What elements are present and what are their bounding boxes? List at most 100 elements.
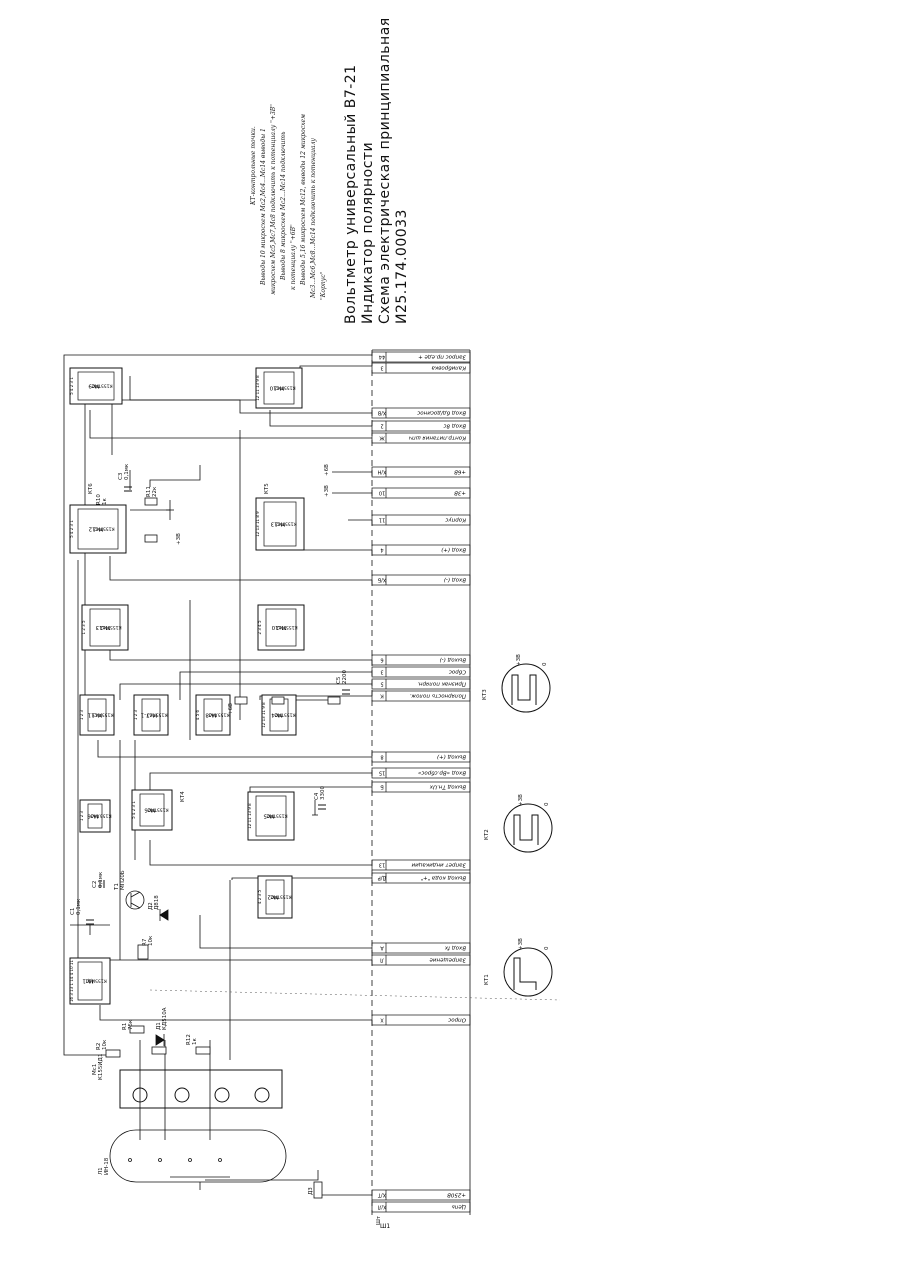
diodes bbox=[155, 909, 169, 1046]
indicator-lamp bbox=[109, 1129, 287, 1190]
chip-ref: Мс2 bbox=[267, 894, 278, 900]
chip-type: К155ЛА3 bbox=[92, 712, 113, 718]
note-line: Выводы 8 микросхем Мс2...Мс14 подключить bbox=[280, 131, 287, 280]
connector-pin-number: Х/Н bbox=[377, 469, 386, 475]
svg-text:0: 0 bbox=[544, 946, 550, 950]
connector-pin-name: +3В bbox=[454, 490, 466, 496]
chip-pin-numbers: 5 4 2 3 1 bbox=[69, 520, 74, 538]
connector-pin-name: Сброс bbox=[449, 669, 466, 675]
note-line: Выводы 5,16 микросхем Мс12, выводы 12 ми… bbox=[300, 113, 307, 285]
test-point-labels: КТ3 +3В 0 КТ2 +3В 0 КТ1 +3В 0 bbox=[482, 654, 550, 985]
note-line: КТ-контрольные точки. bbox=[250, 126, 257, 205]
svg-text:КТ5: КТ5 bbox=[264, 483, 270, 494]
chip-type: К155ТМ2 bbox=[274, 385, 295, 391]
connector-pin-name: Вход (+) bbox=[441, 547, 466, 553]
svg-text:КТ2: КТ2 bbox=[484, 829, 490, 840]
waveform-kt3 bbox=[501, 663, 551, 713]
chip-body bbox=[69, 504, 127, 554]
connector-pin-name: Вход «Вр.сброс» bbox=[417, 770, 466, 776]
connector-pin-number: 2 bbox=[380, 423, 383, 429]
connector-pin-number: Ж bbox=[379, 435, 385, 441]
svg-text:ИН-18: ИН-18 bbox=[104, 1157, 110, 1175]
svg-text:КД510А: КД510А bbox=[162, 1007, 168, 1030]
component-labels: R1 75к R2 10к R7 10к R10 1к R11 22к R12 … bbox=[70, 463, 382, 1225]
chip-ref: Мс5 bbox=[263, 813, 275, 819]
connector-pin-number: 4 bbox=[380, 547, 383, 553]
ground-symbols bbox=[166, 500, 318, 816]
resistors bbox=[105, 497, 341, 1199]
svg-text:КТ3: КТ3 bbox=[482, 689, 488, 700]
connector-pin-cell bbox=[371, 1201, 471, 1213]
svg-text:C1: C1 bbox=[70, 908, 76, 915]
connector-pin-cell bbox=[371, 351, 471, 363]
connector-pin-name: Калибровка bbox=[431, 365, 466, 371]
chip-type: К155ТМ2 bbox=[276, 624, 297, 630]
title-line-4: И25.174.00033 bbox=[394, 209, 410, 324]
svg-text:3300: 3300 bbox=[320, 786, 326, 800]
connector-pin-name: +6В bbox=[454, 469, 466, 475]
chip-ref: Мс13 bbox=[95, 624, 110, 630]
svg-text:C4: C4 bbox=[314, 792, 320, 800]
chip-ref: Мс1 bbox=[82, 978, 93, 984]
chip-pin-numbers: 4 5 6 bbox=[195, 709, 200, 720]
connector-pin-number: 3 bbox=[380, 669, 383, 675]
connector-label: Ш1 bbox=[380, 1223, 390, 1230]
chip-type: К155ТМ2 bbox=[270, 894, 291, 900]
chip-pin-numbers: 5 4 2 3 1 bbox=[131, 801, 136, 819]
chip-body bbox=[257, 875, 293, 919]
connector-pin-number: Л bbox=[380, 957, 384, 963]
chip-body bbox=[79, 799, 111, 833]
chip-body bbox=[133, 694, 169, 736]
chip-pin-numbers: 1 2 3 bbox=[79, 810, 84, 821]
capacitors bbox=[86, 486, 350, 925]
connector-pin-number: 5 bbox=[380, 681, 383, 687]
chip-type: К155ЛА3 bbox=[90, 813, 111, 819]
chip-type: К155ТМ2 bbox=[274, 712, 295, 718]
connector-pin-number: Х/В bbox=[377, 410, 386, 416]
svg-text:R1: R1 bbox=[122, 1023, 128, 1030]
svg-text:КТ4: КТ4 bbox=[180, 791, 186, 802]
svg-text:Д1: Д1 bbox=[156, 1022, 162, 1030]
connector-pin-cell bbox=[371, 362, 471, 374]
svg-text:R10: R10 bbox=[96, 494, 102, 505]
svg-text:22к: 22к bbox=[152, 486, 158, 497]
connector-pin-name: Запрещение bbox=[429, 957, 466, 963]
connector-pin-number: 6 bbox=[380, 657, 383, 663]
connector-pin-number: 10 bbox=[379, 490, 385, 496]
dotted-trace bbox=[149, 989, 561, 1001]
connector-pin-name: Корпус bbox=[445, 517, 466, 523]
chip-pin-numbers: 2 3 4 5 bbox=[257, 620, 262, 634]
connector-pin-number: 3 bbox=[380, 365, 383, 371]
chip-ref: Мс13 bbox=[270, 521, 285, 527]
svg-text:2200: 2200 bbox=[342, 670, 348, 684]
connector-pin: 3 Калибровка bbox=[371, 362, 471, 374]
note-line: Выводы 10 микросхем Мс2,Мс4...Мс14 вывод… bbox=[260, 128, 267, 285]
connector-pin-name: +250В bbox=[447, 1192, 466, 1198]
title-line-2: Индикатор полярности bbox=[360, 141, 376, 324]
chip-pin-numbers: 4 2 3 5 bbox=[257, 890, 262, 904]
connector-pin-name: Цепь bbox=[452, 1204, 467, 1210]
svg-text:0,1мк: 0,1мк bbox=[98, 871, 104, 888]
connector-pin-name: Вход fx bbox=[444, 945, 466, 951]
connector-pin-name: Запрет индикации bbox=[411, 862, 466, 868]
svg-text:Л1: Л1 bbox=[98, 1167, 104, 1175]
chip-pin-numbers: 16 3 13 1 14 4 10 11 bbox=[69, 960, 74, 1002]
transistor-t1 bbox=[125, 890, 145, 910]
chip-type: К155ТМ2 bbox=[100, 624, 121, 630]
svg-text:+3В: +3В bbox=[324, 485, 330, 497]
chip-body bbox=[195, 694, 231, 736]
svg-text:T1: T1 bbox=[114, 883, 120, 891]
chip-type: К155ЛА3 bbox=[208, 712, 229, 718]
connector-pin-number: Б bbox=[380, 784, 384, 790]
waveform-kt1 bbox=[503, 947, 553, 997]
svg-text:R12: R12 bbox=[186, 1034, 192, 1045]
chip-pin-numbers: 12 13 11 9 8 bbox=[261, 702, 266, 728]
connector-pin-name: Выход (+) bbox=[437, 754, 466, 760]
